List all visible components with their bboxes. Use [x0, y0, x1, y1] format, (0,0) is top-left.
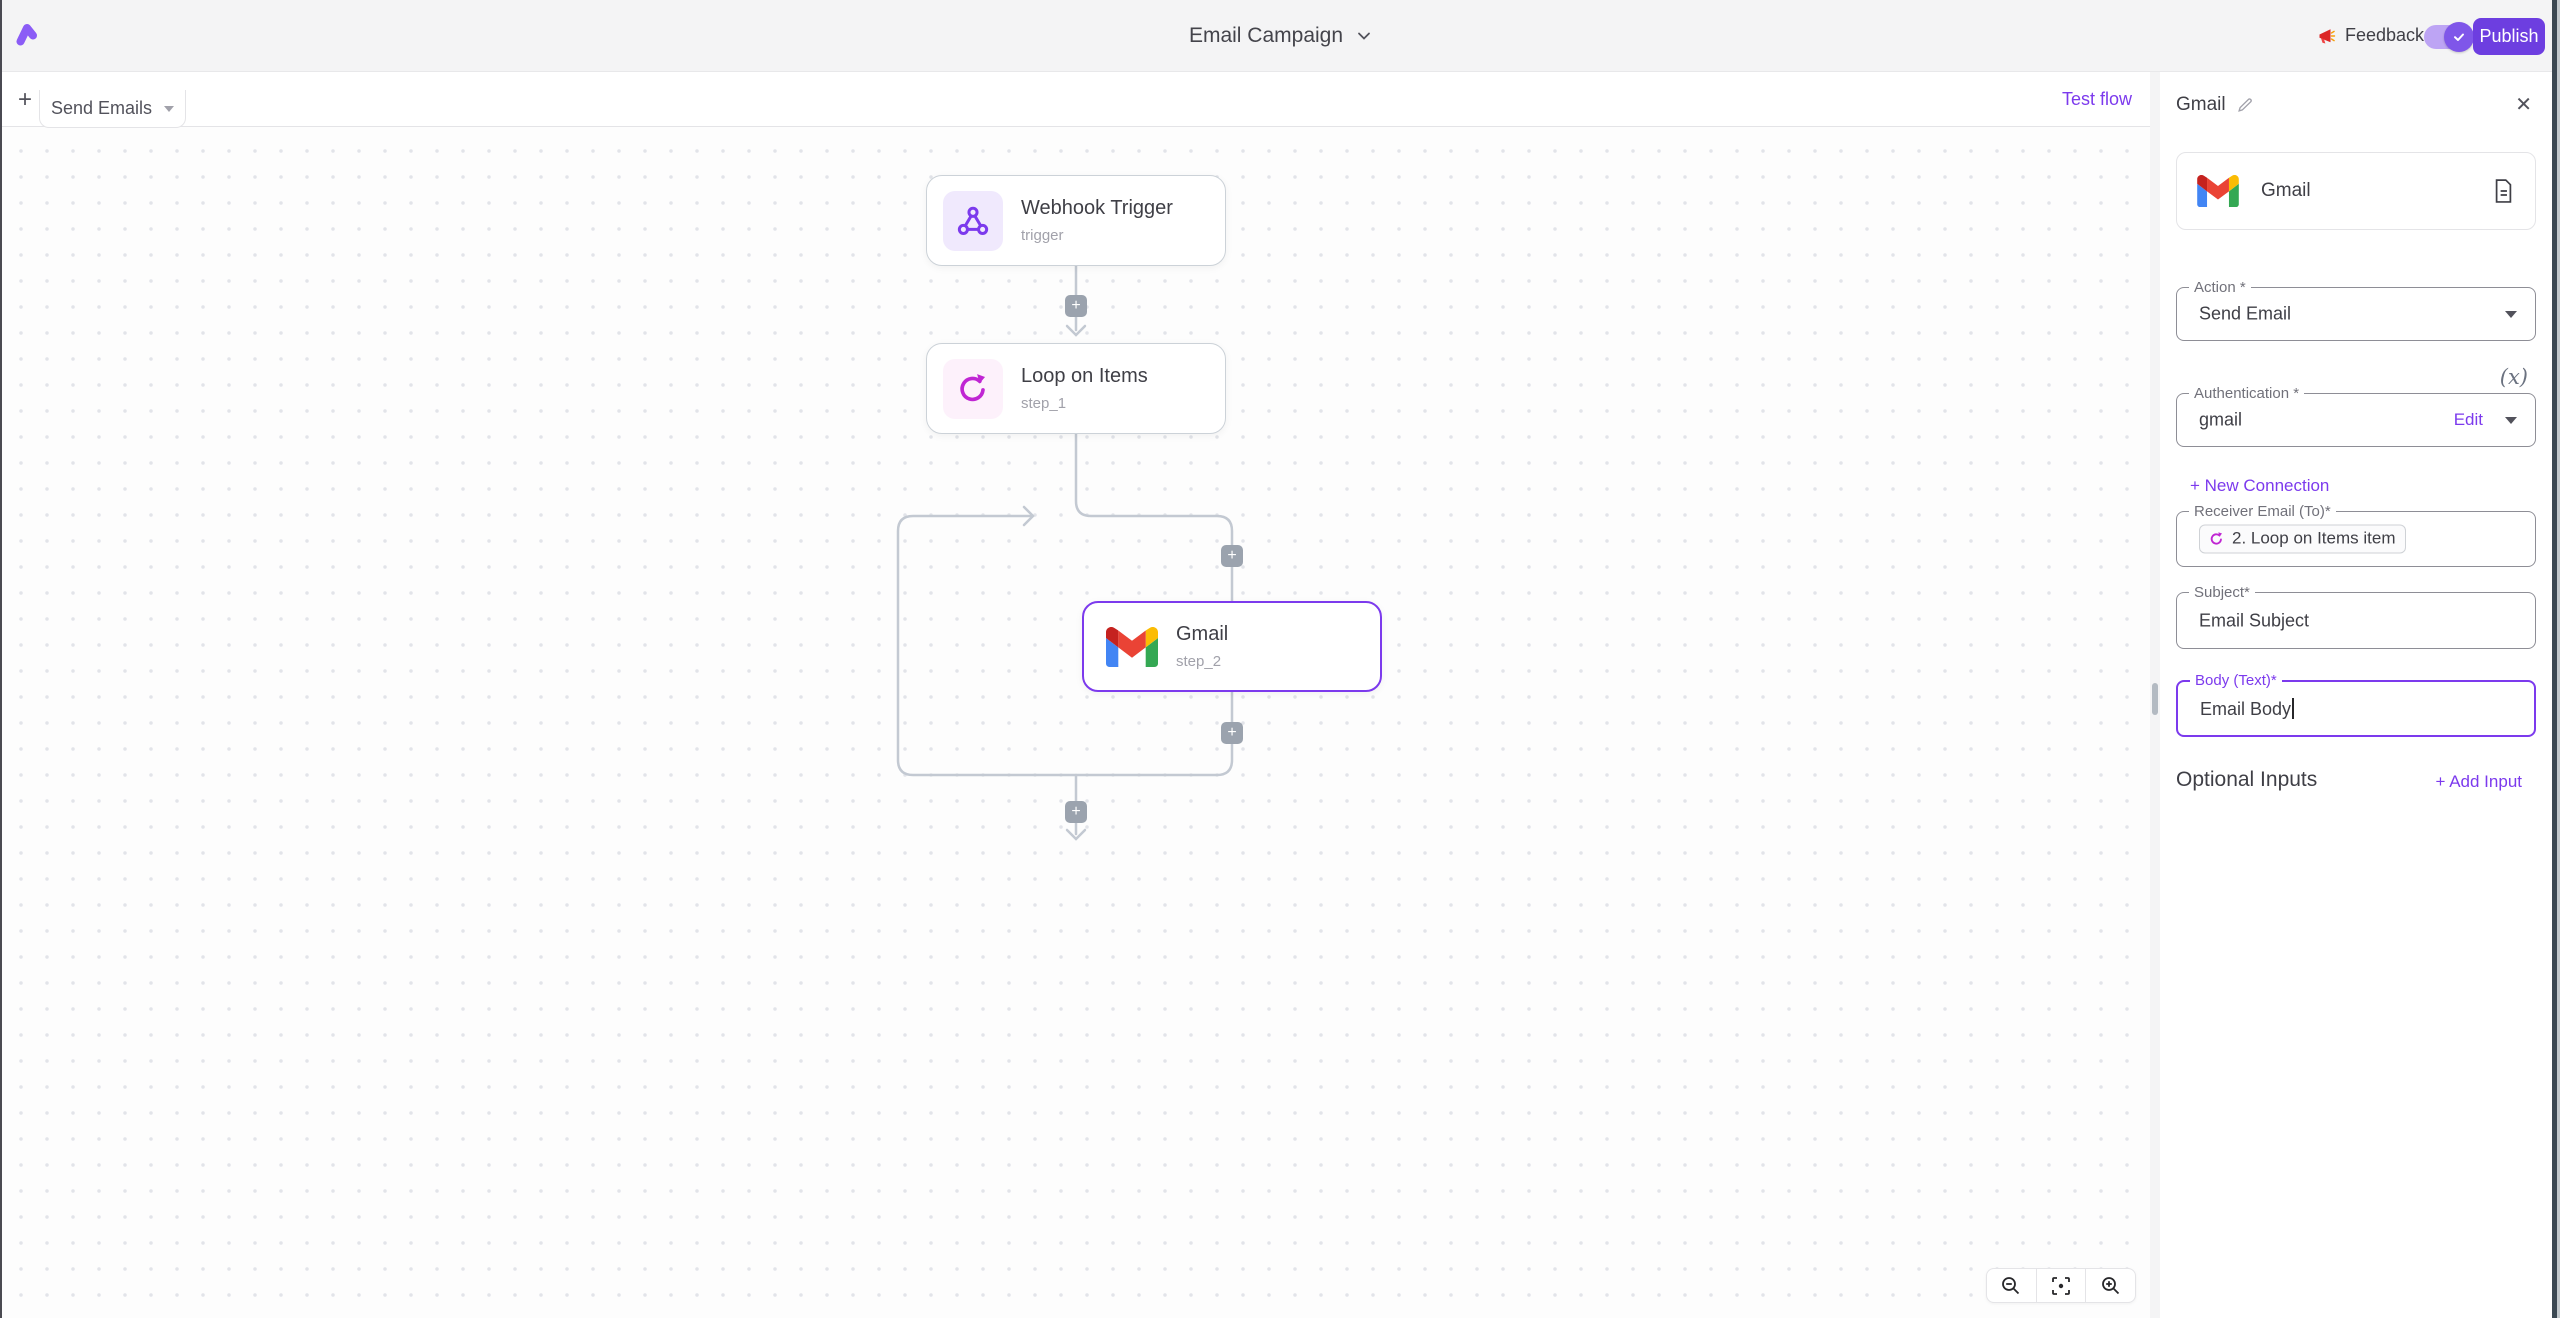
docs-icon[interactable] [2492, 178, 2515, 204]
add-flow-button[interactable]: + [10, 86, 40, 114]
dynamic-value-toggle-icon[interactable]: (x) [2499, 365, 2528, 389]
zoom-in-icon [2101, 1276, 2119, 1294]
node-title: Webhook Trigger [1021, 197, 1173, 219]
publish-button[interactable]: Publish [2473, 18, 2545, 55]
feedback-label: Feedback [2345, 25, 2425, 45]
node-title: Gmail [1176, 623, 1229, 645]
add-step-button[interactable]: + [1221, 722, 1243, 744]
subject-label: Subject* [2189, 584, 2255, 601]
action-label: Action * [2189, 279, 2251, 296]
megaphone-icon [2319, 28, 2336, 43]
add-step-button[interactable]: + [1065, 801, 1087, 823]
body-text-value: Email Body [2200, 697, 2294, 720]
panel-title: Gmail [2176, 94, 2226, 115]
add-input-link[interactable]: + Add Input [2435, 772, 2523, 791]
flow-title[interactable]: Email Campaign [1188, 24, 1344, 47]
step-settings-panel: Gmail ✕ Gmail Action * Send Email (x) Au… [2160, 72, 2552, 1318]
feedback-button[interactable]: Feedback [2316, 25, 2424, 46]
window-edge-left [0, 0, 2, 1318]
zoom-out-button[interactable] [1987, 1269, 2036, 1302]
window-edge-right [2552, 0, 2557, 1318]
node-step-name: step_1 [1021, 395, 1067, 412]
body-text-label: Body (Text)* [2190, 672, 2282, 689]
node-webhook-trigger[interactable]: Webhook Trigger trigger [926, 175, 1226, 266]
window-edge-right-outer [2557, 0, 2560, 1318]
subject-value: Email Subject [2199, 610, 2310, 630]
node-step-name: trigger [1021, 227, 1064, 244]
add-step-button[interactable]: + [1221, 545, 1243, 567]
tab-send-emails[interactable]: Send Emails [39, 90, 186, 128]
new-connection-link[interactable]: + New Connection [2190, 476, 2330, 495]
fit-view-button[interactable] [2035, 1269, 2086, 1302]
chevron-down-icon [2505, 311, 2517, 318]
chevron-down-icon [2505, 417, 2517, 424]
close-panel-button[interactable]: ✕ [2515, 94, 2532, 116]
fit-view-icon [2052, 1276, 2070, 1295]
add-step-button[interactable]: + [1065, 295, 1087, 317]
flow-enabled-toggle[interactable] [2424, 22, 2474, 52]
tab-label: Send Emails [50, 98, 153, 118]
authentication-label: Authentication * [2189, 385, 2305, 402]
loop-icon [943, 358, 1003, 419]
tab-caret-icon[interactable] [164, 105, 175, 112]
flow-canvas[interactable]: + Send Emails Test flow + + + + [2, 72, 2150, 1318]
text-cursor [2292, 697, 2294, 719]
top-bar: Email Campaign Feedback Publish [0, 0, 2560, 72]
action-select[interactable]: Action * Send Email [2176, 279, 2536, 341]
canvas-zoom-controls [1986, 1268, 2136, 1303]
node-gmail-selected[interactable]: Gmail step_2 [1082, 601, 1382, 692]
flow-tab-strip: + Send Emails Test flow [2, 72, 2150, 128]
toggle-thumb [2444, 22, 2474, 52]
gmail-icon [1106, 626, 1158, 667]
node-loop-on-items[interactable]: Loop on Items step_1 [926, 343, 1226, 434]
authentication-select[interactable]: Authentication * gmail Edit [2176, 385, 2536, 447]
flow-title-wrap: Email Campaign [0, 0, 2560, 72]
receiver-email-label: Receiver Email (To)* [2189, 503, 2336, 520]
loop-item-variable-chip[interactable]: 2. Loop on Items item [2199, 524, 2407, 554]
node-step-name: step_2 [1176, 653, 1222, 670]
webhook-icon [943, 190, 1003, 251]
edit-connection-link[interactable]: Edit [2453, 410, 2483, 429]
optional-inputs-heading: Optional Inputs [2176, 768, 2318, 791]
loop-icon [2210, 531, 2223, 545]
check-icon [2454, 33, 2464, 41]
gmail-icon [2197, 175, 2239, 207]
zoom-out-icon [2002, 1276, 2020, 1294]
piece-name: Gmail [2261, 180, 2311, 201]
panel-header: Gmail [2176, 94, 2254, 116]
panel-scrollbar-thumb[interactable] [2152, 683, 2158, 715]
piece-info-card[interactable]: Gmail [2176, 152, 2536, 230]
edit-pencil-icon[interactable] [2236, 96, 2254, 114]
chip-label: 2. Loop on Items item [2232, 528, 2396, 548]
action-value: Send Email [2199, 303, 2292, 324]
zoom-in-button[interactable] [2085, 1269, 2135, 1302]
receiver-email-input[interactable]: Receiver Email (To)* 2. Loop on Items it… [2176, 503, 2536, 567]
body-text-input-focused[interactable]: Body (Text)* Email Body [2176, 672, 2536, 737]
subject-input[interactable]: Subject* Email Subject [2176, 584, 2536, 649]
authentication-value: gmail [2199, 409, 2243, 430]
node-title: Loop on Items [1021, 365, 1148, 387]
activepieces-logo-icon[interactable] [14, 20, 40, 53]
test-flow-link[interactable]: Test flow [2061, 89, 2132, 109]
chevron-down-icon[interactable] [1357, 31, 1371, 41]
